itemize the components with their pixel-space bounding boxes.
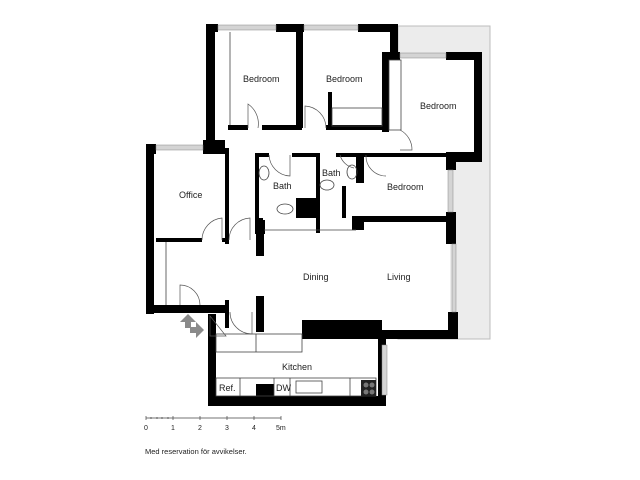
interior-walls <box>156 28 456 332</box>
scale-tick-4: 4 <box>252 425 256 432</box>
room-label-kitchen: Kitchen <box>282 362 312 372</box>
room-label-bedroom-1: Bedroom <box>243 74 280 84</box>
room-label-living: Living <box>387 272 411 282</box>
room-label-dining: Dining <box>303 272 329 282</box>
doors <box>179 103 413 337</box>
room-label-bedroom-4: Bedroom <box>387 182 424 192</box>
room-label-bath-1: Bath <box>273 181 292 191</box>
scale-tick-5m: 5m <box>276 425 286 432</box>
appliance-label-dishwasher: DW <box>276 383 291 393</box>
room-label-bedroom-2: Bedroom <box>326 74 363 84</box>
entrance-arrow-icon <box>180 314 204 338</box>
scale-tick-0: 0 <box>144 425 148 432</box>
disclaimer-text: Med reservation för avvikelser. <box>145 447 247 456</box>
scale-tick-3: 3 <box>225 425 229 432</box>
scale-tick-1: 1 <box>171 425 175 432</box>
exterior-walls <box>146 24 482 406</box>
windows <box>155 24 457 396</box>
stove-icon <box>361 380 376 396</box>
scale-bar: 0 1 2 3 4 5m <box>144 416 286 432</box>
room-labels: Bedroom Bedroom Bedroom Bedroom Office B… <box>179 74 457 393</box>
room-label-bath-2: Bath <box>322 168 341 178</box>
appliance-label-refrigerator: Ref. <box>219 383 236 393</box>
scale-tick-2: 2 <box>198 425 202 432</box>
room-label-office: Office <box>179 190 202 200</box>
room-label-bedroom-3: Bedroom <box>420 101 457 111</box>
